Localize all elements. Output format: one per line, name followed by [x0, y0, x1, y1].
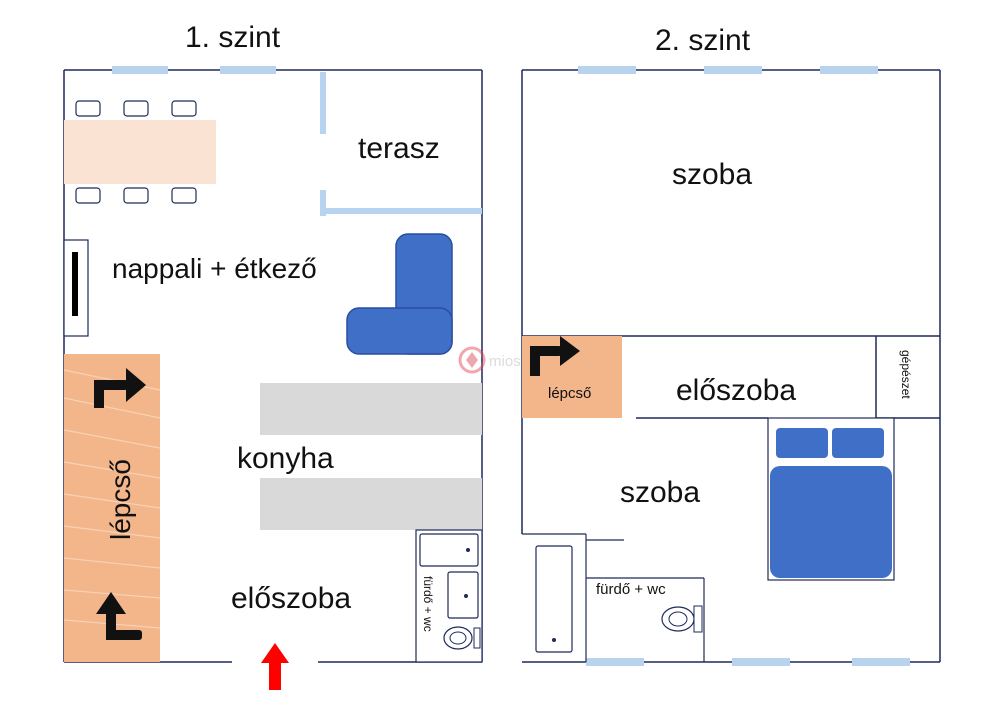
- chair: [171, 100, 197, 117]
- room-label-room-bottom: szoba: [620, 476, 700, 509]
- chair: [75, 100, 101, 117]
- sofa-icon: [346, 233, 453, 355]
- floor2-windows: [578, 66, 910, 666]
- counter: [260, 383, 482, 435]
- chair: [123, 187, 149, 204]
- chair: [171, 187, 197, 204]
- stair-arrow-icon: [94, 368, 146, 408]
- sink-icon: [447, 571, 479, 619]
- duvet: [770, 466, 892, 578]
- bathtub-icon: [535, 545, 573, 653]
- counter: [260, 478, 482, 530]
- window: [220, 66, 276, 74]
- bed-icon: [767, 417, 895, 581]
- room-label-room-top: szoba: [672, 158, 752, 191]
- window: [820, 66, 878, 74]
- kitchen-counters: [260, 383, 482, 530]
- room-label-kitchen: konyha: [237, 442, 334, 475]
- floor1-title: 1. szint: [185, 21, 281, 54]
- toilet-icon: [661, 606, 695, 632]
- watermark: mios: [458, 346, 521, 374]
- room-label-mechanical: gépészet: [899, 350, 913, 399]
- pillow: [832, 428, 884, 458]
- terrace-glass-wall: [320, 72, 326, 134]
- floor1-staircase: lépcső: [63, 354, 161, 662]
- stair-arrow-icon: [96, 592, 142, 640]
- floor1-bathroom: fürdő + wc: [415, 529, 483, 663]
- room-label-bathroom-floor1: fürdő + wc: [421, 576, 435, 632]
- bathtub-icon: [419, 533, 479, 567]
- dining-table: [64, 120, 216, 184]
- tv-icon: [72, 252, 78, 316]
- terrace-glass-wall: [320, 208, 482, 214]
- room-label-hall-floor1: előszoba: [231, 582, 351, 615]
- floor1-windows: [112, 66, 276, 74]
- watermark-text: mios: [489, 353, 521, 370]
- chair: [123, 100, 149, 117]
- pillow: [776, 428, 828, 458]
- window: [852, 658, 910, 666]
- stairs-label-floor2: lépcső: [548, 385, 591, 402]
- toilet-icon: [443, 626, 473, 650]
- floor2-title: 2. szint: [655, 24, 751, 57]
- window: [704, 66, 762, 74]
- room-label-living-dining: nappali + étkező: [112, 253, 317, 284]
- dining-set: [64, 100, 216, 204]
- stairs-label-floor1: lépcső: [105, 459, 136, 540]
- terrace-glass-wall: [320, 190, 326, 216]
- room-label-terrace: terasz: [358, 132, 440, 165]
- terrace-partition: [320, 72, 482, 216]
- floor2-staircase: lépcső: [522, 336, 622, 418]
- room-label-hall-floor2: előszoba: [676, 374, 796, 407]
- chair: [75, 187, 101, 204]
- window: [578, 66, 636, 74]
- stair-arrow-icon: [530, 336, 580, 376]
- room-label-bathroom-floor2: fürdő + wc: [596, 581, 666, 598]
- floor2-bathroom: fürdő + wc: [522, 533, 705, 662]
- window: [112, 66, 168, 74]
- tv-unit: [63, 239, 89, 337]
- entrance-arrow-icon: [261, 643, 289, 690]
- watermark-logo-icon: [458, 346, 486, 374]
- window: [732, 658, 790, 666]
- window: [586, 658, 644, 666]
